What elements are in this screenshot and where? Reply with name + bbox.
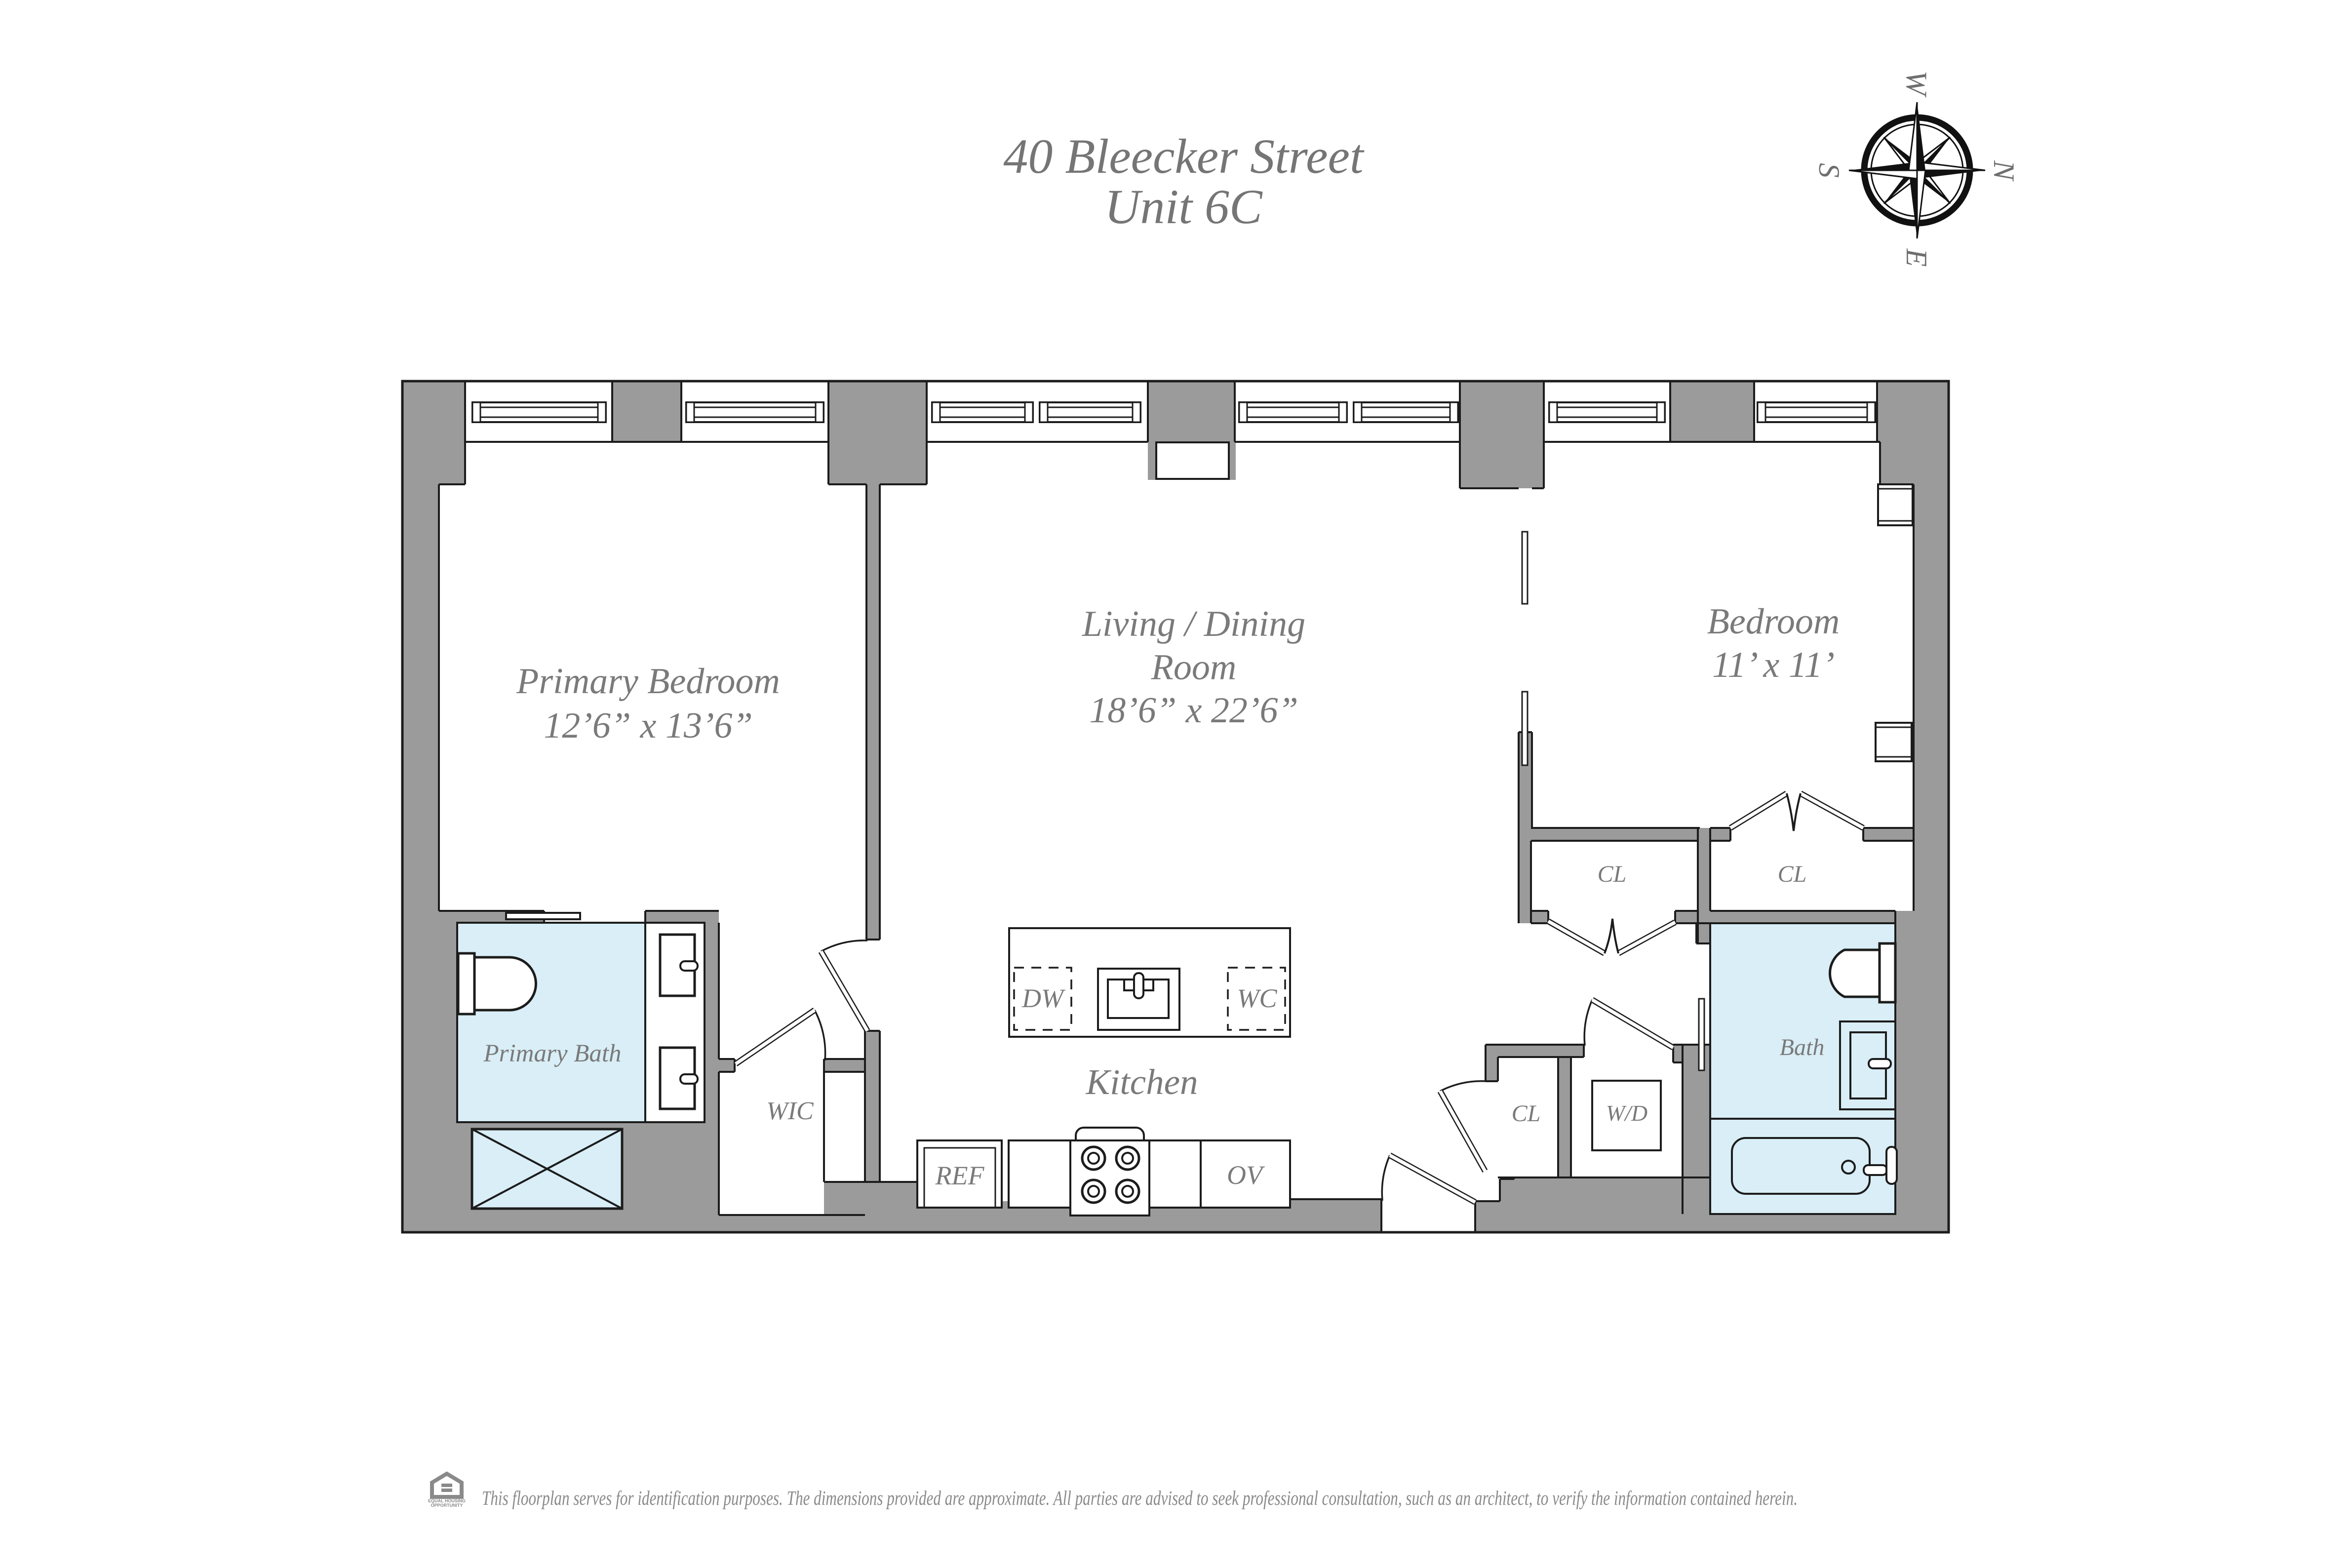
svg-text:E: E [1900, 248, 1933, 267]
svg-text:This floorplan serves for iden: This floorplan serves for identification… [482, 1487, 1798, 1509]
svg-text:Bedroom: Bedroom [1707, 601, 1840, 642]
svg-text:12’6” x 13’6”: 12’6” x 13’6” [544, 706, 752, 746]
svg-text:OPPORTUNITY: OPPORTUNITY [431, 1503, 463, 1508]
svg-text:Primary Bath: Primary Bath [483, 1040, 621, 1067]
svg-text:CL: CL [1512, 1100, 1541, 1127]
svg-text:REF: REF [935, 1161, 985, 1190]
svg-text:40 Bleecker Street: 40 Bleecker Street [1003, 129, 1364, 184]
svg-text:EQUAL HOUSING: EQUAL HOUSING [428, 1498, 466, 1503]
svg-text:W: W [1900, 71, 1933, 98]
svg-text:Unit 6C: Unit 6C [1104, 179, 1263, 234]
svg-text:Primary Bedroom: Primary Bedroom [516, 661, 780, 702]
svg-text:N: N [1988, 160, 2020, 182]
svg-text:DW: DW [1021, 983, 1066, 1013]
svg-text:Living / Dining: Living / Dining [1082, 604, 1305, 644]
svg-text:OV: OV [1227, 1160, 1265, 1190]
svg-text:18’6” x 22’6”: 18’6” x 22’6” [1089, 690, 1298, 731]
svg-text:Bath: Bath [1780, 1034, 1825, 1060]
svg-text:Room: Room [1151, 647, 1237, 688]
svg-text:CL: CL [1598, 861, 1627, 887]
svg-text:WC: WC [1237, 983, 1278, 1013]
svg-text:CL: CL [1778, 861, 1807, 887]
svg-text:WIC: WIC [766, 1097, 814, 1125]
svg-text:S: S [1813, 163, 1845, 178]
svg-text:11’ x 11’: 11’ x 11’ [1712, 645, 1835, 685]
svg-text:W/D: W/D [1606, 1100, 1647, 1126]
svg-text:Kitchen: Kitchen [1085, 1062, 1198, 1102]
